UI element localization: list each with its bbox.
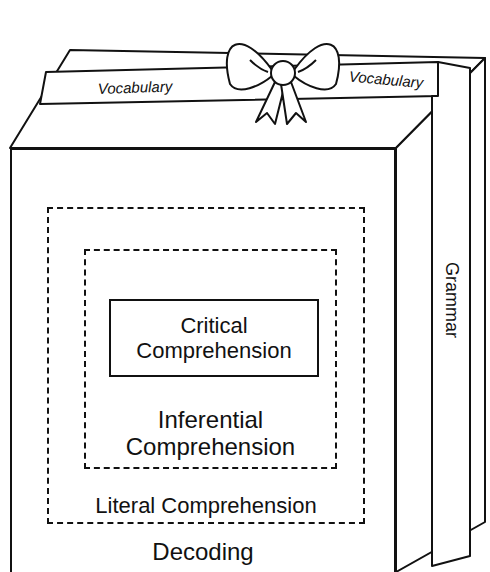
inner-level-box: Critical Comprehension bbox=[109, 299, 319, 377]
dashed-level-box: Literal Comprehension Inferential Compreh… bbox=[47, 207, 365, 524]
dashed-level-box: Inferential Comprehension Critical Compre… bbox=[84, 249, 337, 469]
level-label: Literal Comprehension bbox=[95, 493, 316, 518]
level-label: Decoding bbox=[152, 538, 253, 566]
side-ribbon-label: Grammar bbox=[441, 260, 461, 340]
box-side-face bbox=[396, 58, 485, 572]
bow bbox=[227, 44, 339, 124]
side-ribbon bbox=[432, 62, 470, 566]
ribbon-label: Vocabulary bbox=[95, 78, 174, 97]
level-label: Critical Comprehension bbox=[119, 313, 309, 364]
box-front-face: Decoding Literal Comprehension Inferential… bbox=[10, 148, 396, 572]
level-label: Inferential Comprehension bbox=[108, 406, 313, 461]
